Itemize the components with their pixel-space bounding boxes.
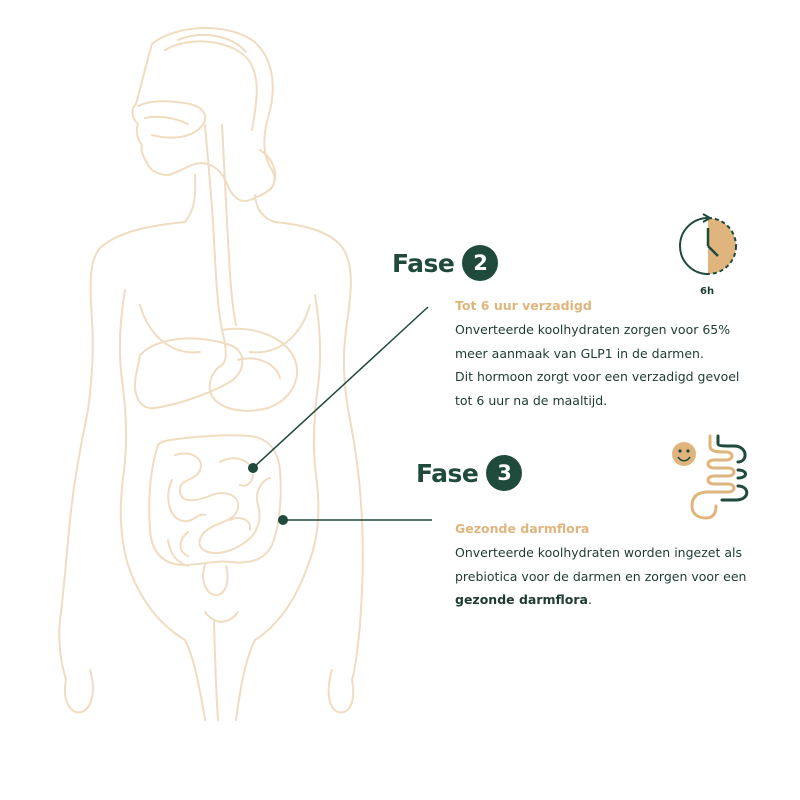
clock-label: 6h [700,286,715,297]
phase3-line: Onverteerde koolhydraten worden ingezet … [455,545,742,560]
happy-intestine-icon [672,434,749,520]
liver [134,337,244,410]
phase2-heading: Fase 2 [392,245,499,281]
head-outline [131,27,276,202]
phase3-bold-term: gezonde darmflora [455,592,588,607]
phase3-number-badge: 3 [486,455,523,491]
phase2-number-badge: 2 [462,245,499,281]
phase2-subtitle: Tot 6 uur verzadigd [455,298,592,313]
small-intestine [174,452,271,554]
clock-icon [679,213,737,275]
phase3-subtitle: Gezonde darmflora [455,521,590,536]
phase3-heading-text: Fase [416,458,479,488]
phase3-line: prebiotica voor de darmen en zorgen voor… [455,568,747,584]
phase2-line: Dit hormoon zorgt voor een verzadigd gev… [455,369,740,384]
stomach [208,327,298,412]
phase2-line: Onverteerde koolhydraten zorgen voor 65% [455,322,731,337]
phase3-heading: Fase 3 [416,455,523,491]
pointer-dot-phase2 [248,463,258,473]
phase3-line-last: gezonde darmflora. [455,588,746,612]
esophagus [204,124,223,331]
pointer-dot-phase3 [278,515,288,525]
phase2-line: meer aanmaak van GLP1 in de darmen. [455,345,704,361]
phase3-description: Onverteerde koolhydraten worden ingezet … [455,541,746,612]
phase3-line-end: . [588,592,592,607]
phase2-line: tot 6 uur na de maaltijd. [455,392,608,408]
torso-outline [58,221,186,681]
neck-outline [184,174,197,223]
large-intestine [148,434,282,566]
phase2-heading-text: Fase [392,248,455,278]
phase2-description: Onverteerde koolhydraten zorgen voor 65%… [455,318,739,412]
